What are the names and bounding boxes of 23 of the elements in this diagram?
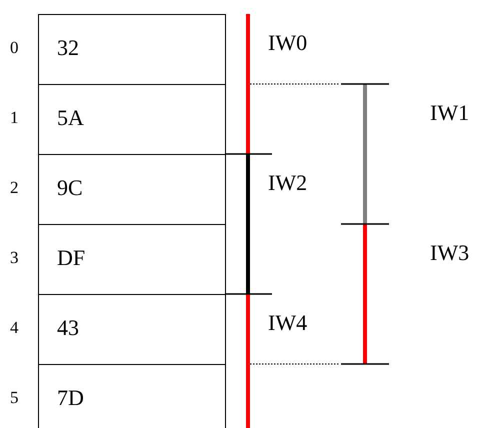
- address-number: 2: [10, 178, 18, 198]
- cell-value: 32: [57, 35, 79, 61]
- memory-cell: [38, 14, 226, 86]
- word-label: IW1: [430, 100, 470, 126]
- word-label: IW3: [430, 240, 470, 266]
- cell-value: DF: [57, 245, 86, 271]
- address-number: 3: [10, 248, 18, 268]
- memory-cell: [38, 84, 226, 156]
- memory-cell: [38, 224, 226, 296]
- word-label: IW0: [268, 30, 308, 56]
- memory-cell: [38, 294, 226, 366]
- word-label: IW4: [268, 310, 308, 336]
- address-number: 4: [10, 318, 18, 338]
- address-number: 5: [10, 388, 18, 408]
- cell-value: 43: [57, 315, 79, 341]
- word-label: IW2: [268, 170, 308, 196]
- cell-value: 5A: [57, 105, 84, 131]
- address-number: 0: [10, 38, 18, 58]
- cell-value: 9C: [57, 175, 83, 201]
- memory-cell: [38, 154, 226, 226]
- memory-cell: [38, 364, 226, 428]
- cell-value: 7D: [57, 385, 84, 411]
- address-number: 1: [10, 108, 18, 128]
